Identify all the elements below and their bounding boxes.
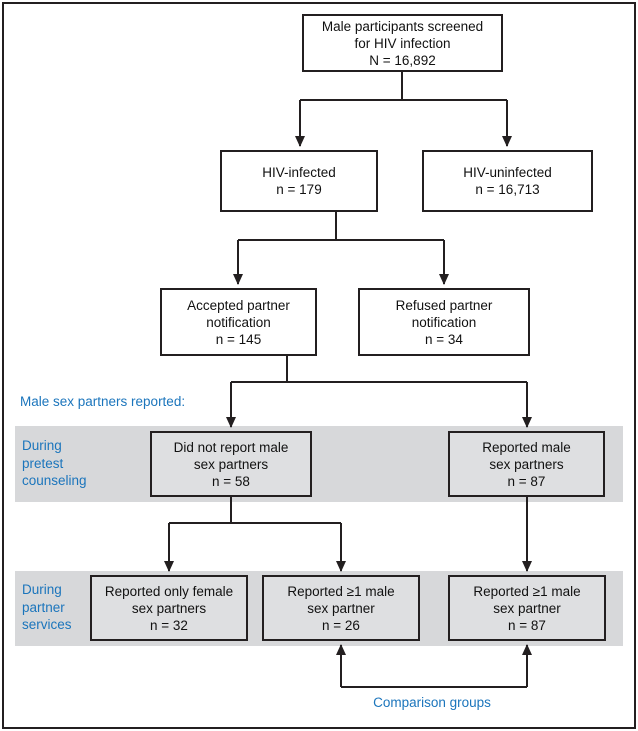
node-reported-ge1-male-partner-n26: Reported ≥1 male sex partner n = 26 <box>262 575 420 641</box>
male-sex-partners-reported-label: Male sex partners reported: <box>20 394 186 409</box>
node-reported-only-female-partners: Reported only female sex partners n = 32 <box>90 575 248 641</box>
node-hiv-uninfected: HIV-uninfected n = 16,713 <box>422 150 593 212</box>
node-reported-ge1-male-partner-n87: Reported ≥1 male sex partner n = 87 <box>448 575 606 641</box>
node-accepted-partner-notification: Accepted partner notification n = 145 <box>160 288 317 356</box>
node-refused-partner-notification: Refused partner notification n = 34 <box>358 288 530 356</box>
node-hiv-infected: HIV-infected n = 179 <box>220 150 378 212</box>
during-partner-services-label: During partner services <box>22 582 72 633</box>
comparison-groups-label: Comparison groups <box>373 695 491 710</box>
node-did-not-report-male-partners: Did not report male sex partners n = 58 <box>150 431 312 497</box>
node-screened: Male participants screened for HIV infec… <box>302 14 503 72</box>
node-reported-male-partners: Reported male sex partners n = 87 <box>448 431 605 497</box>
during-pretest-counseling-label: During pretest counseling <box>22 438 87 489</box>
